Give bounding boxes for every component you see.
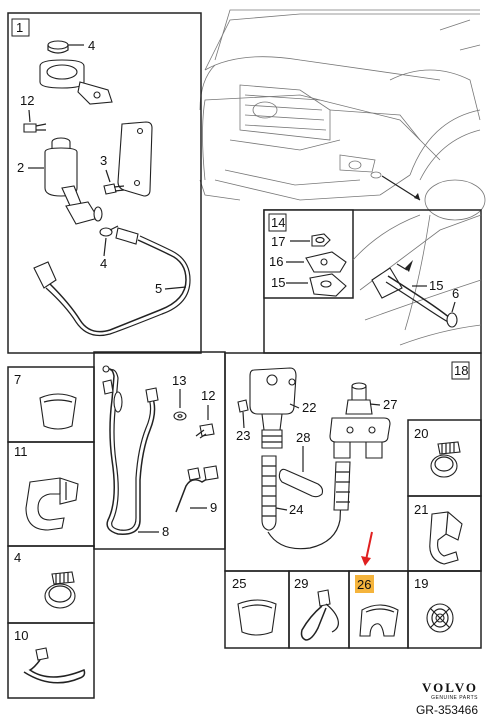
part-label-25: 25 <box>232 576 246 591</box>
part-label-13: 13 <box>172 373 186 388</box>
group-number-18: 18 <box>454 363 468 378</box>
part-label-12-mid: 12 <box>201 388 215 403</box>
part-label-24: 24 <box>289 502 303 517</box>
part-label-22: 22 <box>302 400 316 415</box>
bracket-part <box>39 59 113 105</box>
reference-code: GR-353466 <box>415 703 478 717</box>
group-1-box: 1 <box>7 12 202 354</box>
part-label-26: 26 <box>357 577 371 592</box>
cover-plate-part <box>117 121 153 197</box>
fluid-reservoir-part <box>44 137 84 212</box>
screw-part-3 <box>103 183 125 195</box>
washer-pump-part <box>249 367 297 449</box>
part-label-3: 3 <box>100 153 107 168</box>
part-label-4-left: 4 <box>14 550 21 565</box>
screw-part-top <box>23 109 47 133</box>
part-label-15-inset: 15 <box>271 275 285 290</box>
part-label-8: 8 <box>162 524 169 539</box>
part-label-17: 17 <box>271 234 285 249</box>
box-26: 26 <box>348 570 409 649</box>
nut-part <box>311 233 331 247</box>
indicator-arrow <box>361 531 373 566</box>
part-label-4-top: 4 <box>88 38 95 53</box>
highlight-26 <box>355 575 374 593</box>
part-label-6: 6 <box>452 286 459 301</box>
group-number-14: 14 <box>271 215 285 230</box>
box-7: 7 <box>7 366 95 443</box>
brand-block: VOLVO GENUINE PARTS GR-353466 <box>416 680 478 717</box>
part-label-15-car: 15 <box>429 278 443 293</box>
screw-part-mid <box>195 423 215 439</box>
car-illustration <box>199 9 486 221</box>
box-19: 19 <box>407 570 482 649</box>
part-label-7: 7 <box>14 372 21 387</box>
box-25: 25 <box>224 570 290 649</box>
washer-hose-part <box>33 227 191 337</box>
part-label-5: 5 <box>155 281 162 296</box>
clamp-part-mid <box>99 225 119 237</box>
pump-part <box>65 201 103 225</box>
box-29: 29 <box>288 570 350 649</box>
part-label-10: 10 <box>14 628 28 643</box>
part-label-27: 27 <box>383 397 397 412</box>
part-label-21: 21 <box>414 502 428 517</box>
part-label-12-top: 12 <box>20 93 34 108</box>
screw-part-23 <box>237 399 249 429</box>
clip-part-9 <box>175 465 219 513</box>
box-11: 11 <box>7 441 95 547</box>
car-detail <box>352 214 482 346</box>
sleeve-part-28 <box>278 468 324 498</box>
part-label-20: 20 <box>414 426 428 441</box>
bracket-part-16 <box>305 251 347 273</box>
part-label-4-mid: 4 <box>100 256 107 271</box>
brand-sub: GENUINE PARTS <box>431 695 478 701</box>
box-21: 21 <box>407 495 482 572</box>
box-4: 4 <box>7 545 95 624</box>
part-label-28: 28 <box>296 430 310 445</box>
part-label-11: 11 <box>14 444 28 459</box>
washer-part <box>173 411 187 421</box>
hose-part-24 <box>261 455 351 550</box>
part-label-29: 29 <box>294 576 308 591</box>
clamp-part <box>47 40 84 54</box>
part-label-9: 9 <box>210 500 217 515</box>
box-20: 20 <box>407 419 482 497</box>
brand-logo: VOLVO <box>422 680 478 695</box>
harness-part <box>102 365 159 535</box>
part-label-19: 19 <box>414 576 428 591</box>
valve-part-27 <box>329 382 391 459</box>
grommet-part-15 <box>309 273 347 297</box>
part-label-2: 2 <box>17 160 24 175</box>
part-label-23: 23 <box>236 428 250 443</box>
group-number-1: 1 <box>16 20 23 35</box>
box-10: 10 <box>7 622 95 699</box>
part-label-16: 16 <box>269 254 283 269</box>
